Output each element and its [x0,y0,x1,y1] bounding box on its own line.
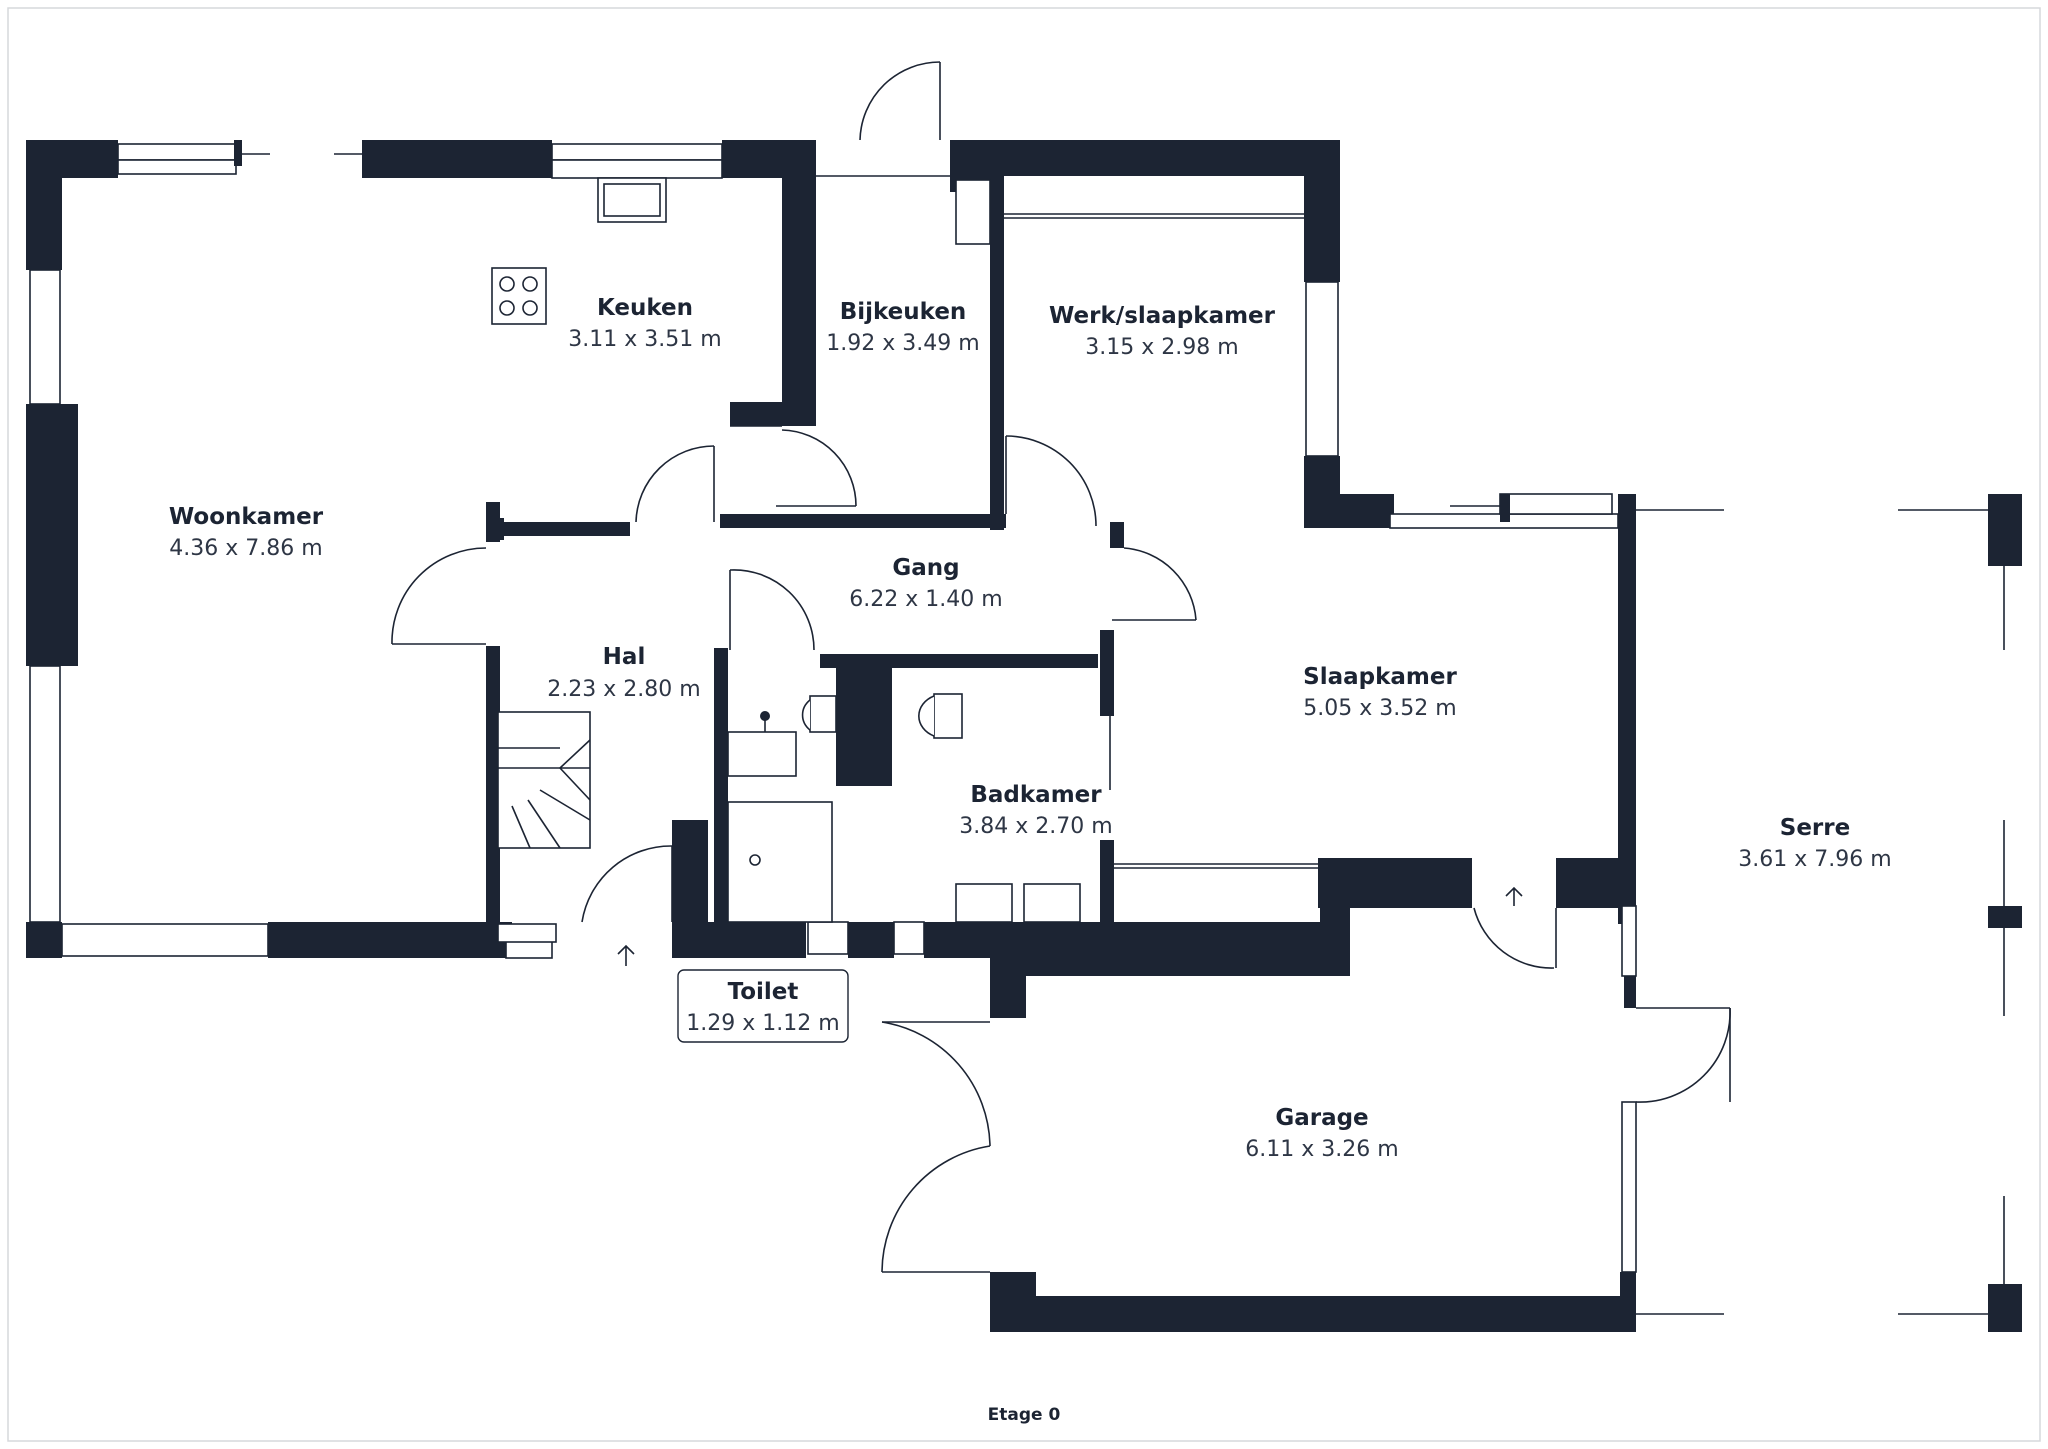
room-dims-bijkeuken: 1.92 x 3.49 m [826,331,979,356]
room-dims-slaapkamer: 5.05 x 3.52 m [1303,696,1456,721]
room-labels: Woonkamer 4.36 x 7.86 m Keuken 3.11 x 3.… [169,295,1892,1425]
room-dims-gang: 6.22 x 1.40 m [849,587,1002,612]
floor-label: Etage 0 [988,1405,1061,1425]
room-dims-woonkamer: 4.36 x 7.86 m [169,536,322,561]
room-name-bijkeuken: Bijkeuken [840,299,967,325]
room-dims-garage: 6.11 x 3.26 m [1245,1137,1398,1162]
room-name-serre: Serre [1780,815,1850,841]
walls [26,140,2022,1332]
room-dims-werk-slaapkamer: 3.15 x 2.98 m [1085,335,1238,360]
room-name-slaapkamer: Slaapkamer [1303,664,1457,690]
room-dims-keuken: 3.11 x 3.51 m [568,327,721,352]
room-name-badkamer: Badkamer [970,782,1102,808]
room-dims-hal: 2.23 x 2.80 m [547,677,700,702]
room-name-gang: Gang [892,555,959,581]
room-name-toilet: Toilet [728,979,799,1005]
room-dims-toilet: 1.29 x 1.12 m [686,1011,839,1036]
fixtures [491,177,1523,1043]
page-frame [7,7,2041,1442]
room-name-garage: Garage [1275,1105,1368,1131]
windows [29,140,2005,1315]
room-dims-badkamer: 3.84 x 2.70 m [959,814,1112,839]
room-dims-serre: 3.61 x 7.96 m [1738,847,1891,872]
room-name-hal: Hal [603,644,646,670]
toilet-label-box [677,969,849,1043]
room-name-keuken: Keuken [597,295,693,321]
room-name-werk-slaapkamer: Werk/slaapkamer [1049,303,1276,329]
doors [391,61,1731,1273]
room-name-woonkamer: Woonkamer [169,504,324,530]
